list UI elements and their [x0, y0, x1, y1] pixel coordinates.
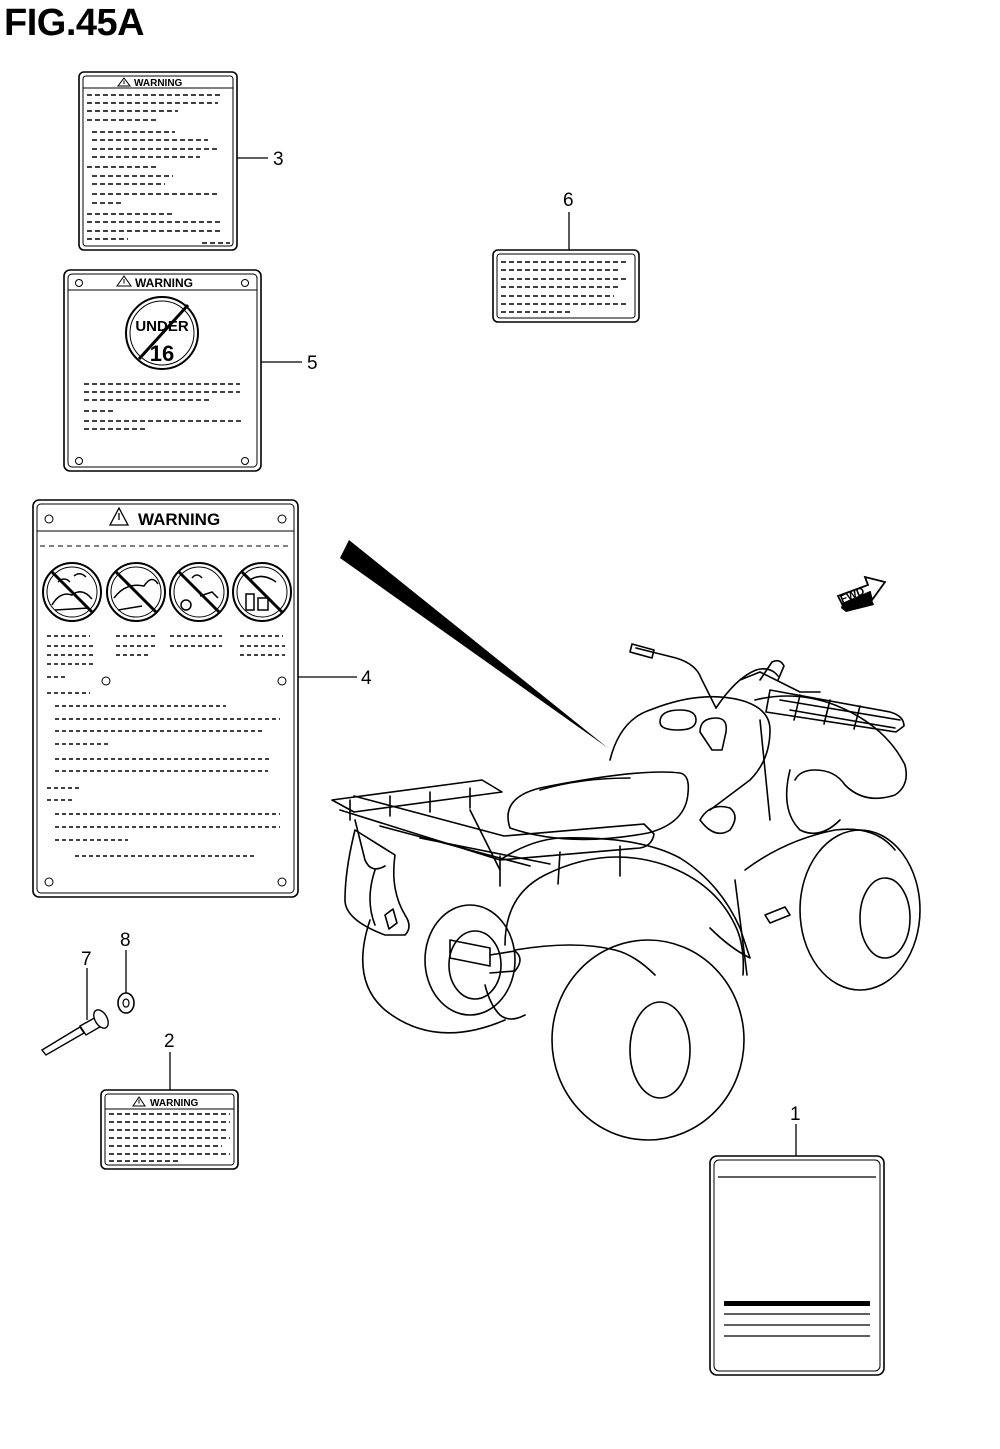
no-helmet-icon — [232, 562, 292, 622]
figure-title: FIG.45A — [4, 2, 145, 44]
warning-label-5: WARNING UNDER 16 5 — [63, 269, 318, 472]
warning-heading: WARNING — [135, 276, 193, 290]
no-drugs-alcohol-icon — [169, 562, 229, 622]
under-16-badge: UNDER 16 — [125, 296, 199, 370]
atv-vehicle — [331, 643, 921, 1141]
badge-top-text: UNDER — [135, 318, 189, 335]
label-1: 1 — [709, 1104, 885, 1376]
callout-8: 8 — [120, 930, 131, 951]
warning-label-2: WARNING 2 — [100, 1031, 239, 1170]
label-text-lines — [109, 1113, 230, 1162]
warning-label-4: WARNING — [32, 499, 372, 898]
label-text-lines — [47, 635, 285, 857]
warning-triangle-icon — [108, 506, 130, 526]
label-text-lines — [84, 383, 242, 430]
warning-triangle-icon — [116, 275, 132, 287]
callout-3: 3 — [273, 149, 284, 170]
callout-2: 2 — [164, 1031, 175, 1052]
location-pointer — [340, 540, 608, 748]
badge-number: 16 — [150, 341, 174, 366]
callout-7: 7 — [81, 949, 92, 970]
label-6: 6 — [492, 190, 640, 323]
warning-triangle-icon — [132, 1096, 146, 1107]
callout-6: 6 — [563, 190, 574, 211]
no-passenger-icon — [42, 562, 102, 622]
warning-heading: WARNING — [150, 1098, 199, 1109]
warning-label-3: WARNING 3 — [78, 71, 284, 251]
rivet: 7 — [40, 949, 109, 1056]
label-text-lines — [501, 261, 627, 313]
washer: 8 — [117, 930, 135, 1014]
fwd-arrow-icon: FWD — [836, 575, 887, 612]
callout-4: 4 — [361, 668, 372, 689]
warning-heading: WARNING — [134, 78, 183, 89]
callout-1: 1 — [790, 1104, 801, 1125]
label-text-lines — [87, 94, 230, 244]
callout-5: 5 — [307, 353, 318, 374]
warning-heading: WARNING — [138, 510, 220, 529]
no-paved-road-icon — [106, 562, 166, 622]
warning-triangle-icon — [117, 77, 131, 87]
